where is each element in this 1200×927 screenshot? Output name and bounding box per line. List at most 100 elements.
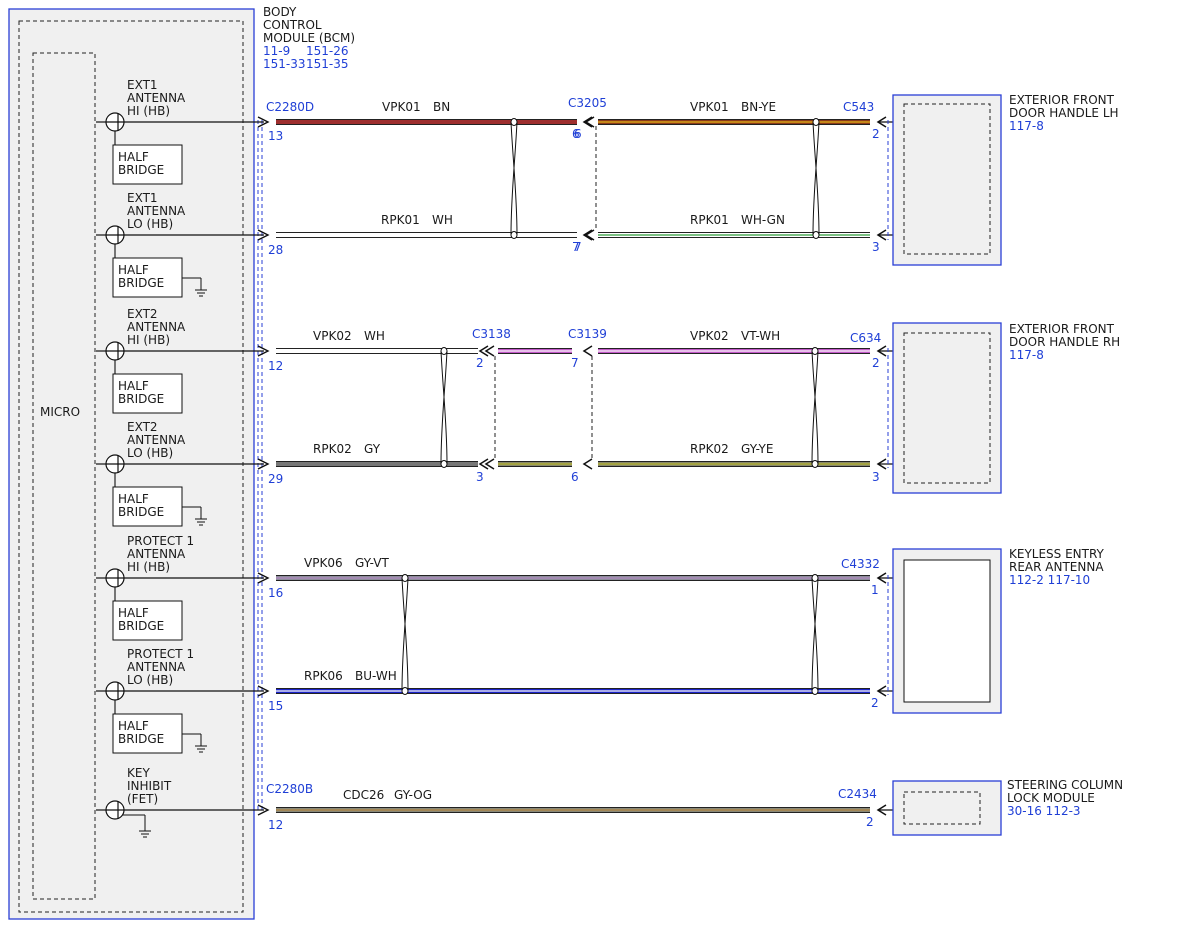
pin-function-label: ANTENNA	[127, 204, 186, 218]
pin-function-label: ANTENNA	[127, 660, 186, 674]
wire-color-label: WH-GN	[741, 213, 785, 227]
connector-c2280b: C2280B	[266, 782, 313, 796]
door-handle-lh-inner	[903, 103, 991, 255]
device-pin-number: 2	[871, 696, 879, 710]
device-pin-number: 6	[574, 127, 582, 141]
rear-antenna-name-2: REAR ANTENNA	[1009, 560, 1104, 574]
wire-color-label: GY-VT	[355, 556, 389, 570]
wire-circuit-label: VPK02	[690, 329, 729, 343]
splice-arrow-icon	[478, 458, 489, 470]
pin-function-label: EXT2	[127, 307, 158, 321]
connector-c2280d: C2280D	[266, 100, 314, 114]
door-handle-rh-ref: 117-8	[1009, 348, 1044, 362]
pin-c3138-2: 2	[476, 356, 484, 370]
half-bridge-block	[112, 486, 183, 527]
half-bridge-block	[112, 144, 183, 185]
pin-c3205-7: 7	[572, 240, 580, 254]
rear-antenna-inner	[903, 559, 991, 703]
door-handle-lh-ref: 117-8	[1009, 119, 1044, 133]
twisted-pair-icon	[811, 347, 819, 468]
pin-function-label: EXT2	[127, 420, 158, 434]
pin-function-label: PROTECT 1	[127, 647, 194, 661]
twisted-pair-icon	[510, 118, 518, 239]
pin-function-label: HI (HB)	[127, 560, 170, 574]
splice-arrow-icon	[484, 458, 495, 470]
door-handle-rh-frame	[892, 322, 1002, 494]
half-bridge-label: BRIDGE	[118, 276, 164, 290]
device-pin-number: 1	[871, 583, 879, 597]
half-bridge-label: HALF	[118, 379, 149, 393]
wire-circuit-label: VPK01	[382, 100, 421, 114]
twisted-pair-icon	[401, 574, 409, 695]
twisted-pair-icon	[812, 118, 820, 239]
half-bridge-label: BRIDGE	[118, 619, 164, 633]
splice-arrow-icon	[582, 458, 593, 470]
pin-function-label: LO (HB)	[127, 217, 173, 231]
half-bridge-label: BRIDGE	[118, 163, 164, 177]
rear-antenna-ref: 112-2 117-10	[1009, 573, 1090, 587]
pin-function-label: HI (HB)	[127, 104, 170, 118]
pin-function-label: ANTENNA	[127, 547, 186, 561]
wire-circuit-label: VPK02	[313, 329, 352, 343]
bcm-pin-number: 15	[268, 699, 283, 713]
connector-c4332: C4332	[841, 557, 880, 571]
wire-color-label: WH	[432, 213, 453, 227]
connector-c3205: C3205	[568, 96, 607, 110]
steering-lock-frame	[892, 780, 1002, 836]
device-pin-number: 3	[872, 470, 880, 484]
pin-function-label: ANTENNA	[127, 91, 186, 105]
splice-arrow-icon	[484, 345, 495, 357]
bcm-inner-boundary	[18, 20, 244, 913]
steering-lock-name-1: STEERING COLUMN	[1007, 778, 1123, 792]
wire-color-label: WH	[364, 329, 385, 343]
wire-circuit-label: VPK06	[304, 556, 343, 570]
twisted-pair-icon	[440, 347, 448, 468]
wire-circuit-label: RPK02	[313, 442, 352, 456]
steering-lock-inner	[903, 791, 981, 825]
wire-color-label: BN-YE	[741, 100, 776, 114]
bcm-pin-number: 16	[268, 586, 283, 600]
pin-function-label: EXT1	[127, 191, 158, 205]
half-bridge-label: BRIDGE	[118, 505, 164, 519]
splice-arrow-icon	[478, 345, 489, 357]
device-pin-number: 2	[872, 127, 880, 141]
bcm-ref-2: 151-26	[306, 44, 349, 58]
rear-antenna-name-1: KEYLESS ENTRY	[1009, 547, 1105, 561]
half-bridge-label: HALF	[118, 606, 149, 620]
pin-function-label: INHIBIT	[127, 779, 172, 793]
half-bridge-block	[112, 600, 183, 641]
half-bridge-label: HALF	[118, 150, 149, 164]
pin-function-label: KEY	[127, 766, 150, 780]
door-handle-rh-name-1: EXTERIOR FRONT	[1009, 322, 1115, 336]
splice-arrow-icon	[584, 116, 595, 128]
connector-c3139: C3139	[568, 327, 607, 341]
device-pin-number: 2	[866, 815, 874, 829]
wire-circuit-label: RPK06	[304, 669, 343, 683]
wire-color-label: BN	[433, 100, 450, 114]
bcm-pin-number: 29	[268, 472, 283, 486]
connector-arrow-icon	[257, 229, 270, 241]
wire-color-label: VT-WH	[741, 329, 780, 343]
micro-label: MICRO	[40, 405, 80, 419]
half-bridge-label: BRIDGE	[118, 732, 164, 746]
bcm-ref-3: 151-33	[263, 57, 306, 71]
wire-circuit-label: RPK01	[690, 213, 729, 227]
bcm-ref-4: 151-35	[306, 57, 349, 71]
wire-circuit-label: VPK01	[690, 100, 729, 114]
device-pin-number: 3	[872, 240, 880, 254]
half-bridge-label: BRIDGE	[118, 392, 164, 406]
pin-function-label: PROTECT 1	[127, 534, 194, 548]
half-bridge-block	[112, 713, 183, 754]
pin-function-label: LO (HB)	[127, 673, 173, 687]
wire-color-label: GY-YE	[741, 442, 773, 456]
steering-lock-name-2: LOCK MODULE	[1007, 791, 1095, 805]
bcm-title-line-2: CONTROL	[263, 18, 322, 32]
wire-circuit-label: CDC26	[343, 788, 384, 802]
bcm-pin-number: 12	[268, 818, 283, 832]
connector-arrow-icon	[257, 345, 270, 357]
bcm-pin-number: 28	[268, 243, 283, 257]
wire-color-label: BU-WH	[355, 669, 397, 683]
